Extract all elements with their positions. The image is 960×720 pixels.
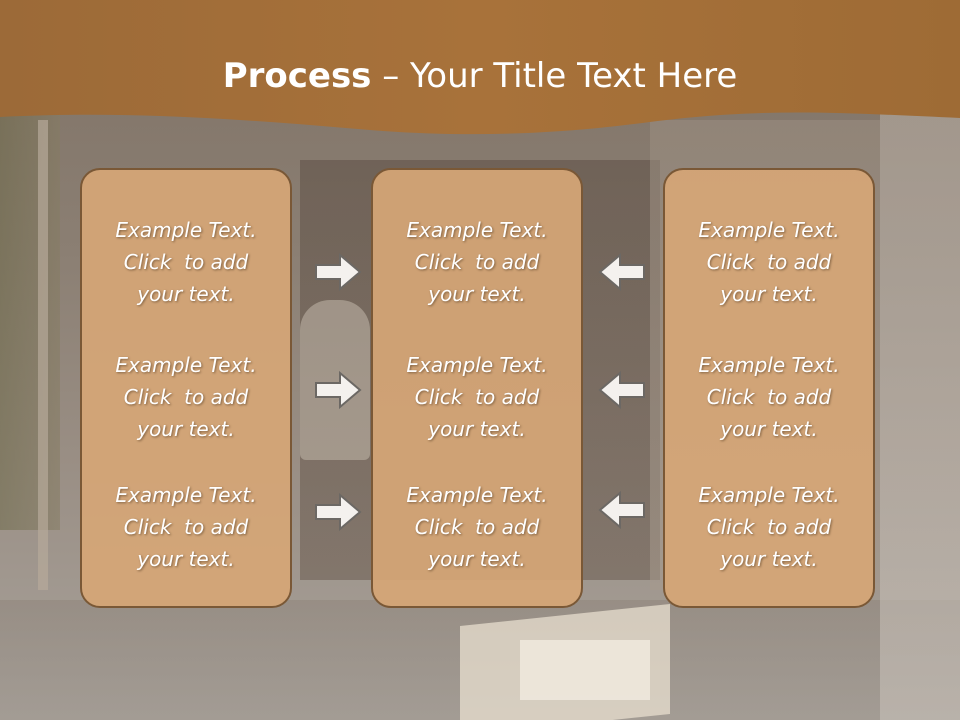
text-placeholder[interactable]: Example Text. Click to add your text. (82, 479, 290, 575)
text-line: Click to add (706, 385, 832, 409)
text-line: Example Text. (698, 353, 840, 377)
text-line: your text. (428, 417, 526, 441)
text-line: your text. (428, 282, 526, 306)
left-arrow-icon (598, 370, 645, 410)
text-placeholder[interactable]: Example Text. Click to add your text. (82, 214, 290, 310)
text-line: Example Text. (115, 483, 257, 507)
left-arrow-icon (598, 252, 645, 292)
text-line: your text. (137, 547, 235, 571)
background-tree (0, 110, 60, 530)
text-placeholder[interactable]: Example Text. Click to add your text. (373, 349, 581, 445)
background-wall (880, 110, 960, 720)
slide-title[interactable]: Process – Your Title Text Here (0, 55, 960, 97)
text-line: Example Text. (406, 218, 548, 242)
right-arrow-icon (315, 492, 362, 532)
text-line: Example Text. (406, 483, 548, 507)
text-placeholder[interactable]: Example Text. Click to add your text. (373, 214, 581, 310)
text-line: Click to add (123, 515, 249, 539)
text-line: your text. (137, 417, 235, 441)
text-line: Example Text. (115, 353, 257, 377)
background-person (300, 300, 370, 460)
background-box-lid (520, 640, 650, 700)
process-box-middle[interactable]: Example Text. Click to add your text. Ex… (371, 168, 583, 608)
text-line: your text. (428, 547, 526, 571)
text-line: Click to add (123, 250, 249, 274)
text-placeholder[interactable]: Example Text. Click to add your text. (665, 479, 873, 575)
text-line: Example Text. (406, 353, 548, 377)
text-line: your text. (720, 547, 818, 571)
right-arrow-icon (315, 370, 362, 410)
text-line: Click to add (414, 250, 540, 274)
left-arrow-icon (598, 490, 645, 530)
process-box-right[interactable]: Example Text. Click to add your text. Ex… (663, 168, 875, 608)
text-line: Example Text. (698, 483, 840, 507)
text-line: Click to add (706, 250, 832, 274)
text-line: Example Text. (698, 218, 840, 242)
background-pole (38, 120, 48, 590)
text-placeholder[interactable]: Example Text. Click to add your text. (665, 349, 873, 445)
text-line: Click to add (414, 385, 540, 409)
text-placeholder[interactable]: Example Text. Click to add your text. (373, 479, 581, 575)
text-line: Click to add (706, 515, 832, 539)
text-line: Click to add (123, 385, 249, 409)
title-rest: – Your Title Text Here (371, 56, 738, 96)
title-bold: Process (222, 56, 372, 96)
text-line: your text. (137, 282, 235, 306)
text-line: Example Text. (115, 218, 257, 242)
text-placeholder[interactable]: Example Text. Click to add your text. (82, 349, 290, 445)
text-placeholder[interactable]: Example Text. Click to add your text. (665, 214, 873, 310)
text-line: Click to add (414, 515, 540, 539)
right-arrow-icon (315, 252, 362, 292)
text-line: your text. (720, 417, 818, 441)
process-box-left[interactable]: Example Text. Click to add your text. Ex… (80, 168, 292, 608)
text-line: your text. (720, 282, 818, 306)
header-wave-banner (0, 0, 960, 135)
